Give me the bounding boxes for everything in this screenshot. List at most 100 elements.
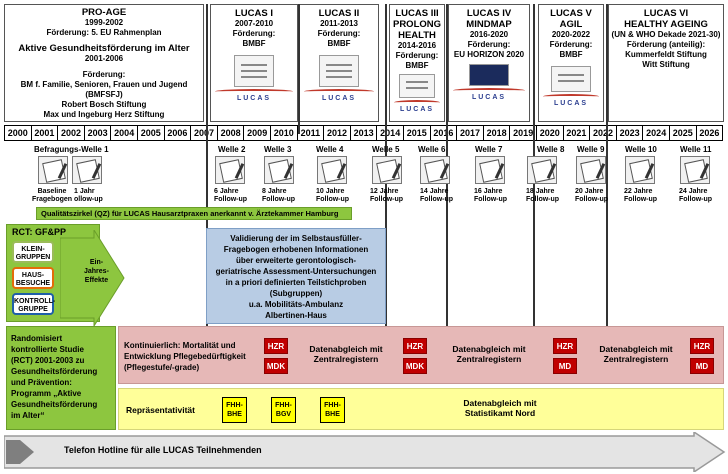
eu-logo: [469, 64, 509, 86]
validation-box: Validierung der im Selbstausfüller- Frag…: [206, 228, 386, 324]
year-cell: 2021: [562, 125, 591, 141]
year-cell: 2000: [4, 125, 32, 141]
phase-funder: BMBF: [327, 39, 351, 48]
phase-pro-age: PRO-AGE 1999-2002 Förderung: 5. EU Rahme…: [4, 4, 204, 122]
questionnaire-icon: [372, 156, 402, 184]
year-cell: 2018: [482, 125, 511, 141]
phase-years: 2007-2010: [234, 19, 274, 28]
phase-funder: BMBF: [559, 50, 583, 59]
year-cell: 2003: [83, 125, 112, 141]
mdk-badge: MDK: [264, 358, 288, 374]
phase-title2: AGIL: [559, 19, 583, 30]
fhh-bhe-badge: FHH-BHE: [320, 397, 345, 423]
year-cell: 2011: [296, 125, 325, 141]
lucas-logo: LUCAS: [449, 88, 529, 103]
representativeness-label: Repräsentativität: [126, 405, 195, 415]
funder-logo: [319, 55, 359, 87]
phase-lucas-5: LUCAS V AGIL 2020-2022 Förderung: BMBF L…: [538, 4, 604, 122]
fhh-bgv-badge: FHH-BGV: [271, 397, 296, 423]
questionnaire-icon: [264, 156, 294, 184]
wave-label: Welle 7: [475, 145, 503, 154]
phase-title: PRO-AGE: [81, 7, 127, 18]
rct-group-kontrollgruppe: KONTROLL-GRUPPE: [12, 293, 55, 315]
wave-label: Welle 6: [418, 145, 446, 154]
rct-study-box: Randomisiert kontrollierte Studie (RCT) …: [6, 326, 116, 430]
wave-label: Welle 2: [218, 145, 246, 154]
year-cell: 2007: [190, 125, 218, 141]
lucas-logo: LUCAS: [539, 94, 603, 109]
lucas-logo: LUCAS: [211, 89, 297, 104]
phase-divider: [298, 4, 300, 134]
phase-funder: BMBF: [405, 61, 429, 70]
year-cell: 2008: [216, 125, 245, 141]
mortality-label: Kontinuierlich: Mortalität und Entwicklu…: [124, 341, 246, 372]
funder-logo: [399, 74, 435, 98]
year-cell: 2020: [536, 125, 564, 141]
year-cell: 2012: [323, 125, 351, 141]
effects-label: Ein-Jahres-Effekte: [84, 259, 109, 284]
wave-label: Welle 11: [680, 145, 712, 154]
phase-funder: Kummerfeldt Stiftung: [625, 50, 707, 59]
phase-lucas-6: LUCAS VI HEALTHY AGEING (UN & WHO Dekade…: [608, 4, 724, 122]
year-cell: 2022: [589, 125, 617, 141]
lucas-logo: LUCAS: [300, 89, 378, 104]
year-cell: 2005: [137, 125, 165, 141]
phase-title: LUCAS VI: [643, 8, 689, 19]
wave-label: Befragungs-Welle 1: [34, 145, 109, 154]
phase-title: LUCAS II: [318, 8, 360, 19]
hzr-badge: HZR: [264, 338, 288, 354]
questionnaire-icon: [527, 156, 557, 184]
phase-title: LUCAS V: [550, 8, 592, 19]
phase-lucas-1: LUCAS I 2007-2010 Förderung: BMBF LUCAS: [210, 4, 298, 122]
funder-logo: [551, 66, 591, 92]
mdk-badge: MDK: [403, 358, 427, 374]
phase-years: 2016-2020: [469, 30, 509, 39]
year-cell: 2016: [429, 125, 458, 141]
funder-logo: [234, 55, 274, 87]
hotline-arrow: [4, 432, 726, 472]
phase-subfunding-label: Förderung:: [82, 70, 126, 79]
phase-years: 1999-2002: [84, 18, 124, 27]
lucas-logo: LUCAS: [390, 100, 444, 115]
wave-label: Welle 8: [537, 145, 565, 154]
year-cell: 2026: [695, 125, 724, 141]
phase-funding: Förderung:: [549, 40, 593, 49]
qz-bar: Qualitätszirkel (QZ) für LUCAS Hausarztp…: [36, 207, 352, 220]
md-badge: MD: [690, 358, 714, 374]
hzr-badge: HZR: [553, 338, 577, 354]
rct-group-hausbesuche: HAUS-BESUCHE: [12, 267, 54, 289]
phase-years: 2011-2013: [320, 19, 358, 28]
year-cell: 2017: [456, 125, 484, 141]
phase-title2: MINDMAP: [466, 19, 512, 30]
phase-funding: Förderung (anteilig):: [626, 40, 706, 49]
questionnaire-icon: [576, 156, 606, 184]
phase-funder: BMBF: [242, 39, 266, 48]
hzr-badge: HZR: [690, 338, 714, 354]
phase-funder2: Witt Stiftung: [642, 60, 690, 69]
phase-title: LUCAS IV: [466, 8, 512, 19]
phase-divider: [206, 4, 208, 334]
questionnaire-icon: [625, 156, 655, 184]
phase-subtitle: Aktive Gesundheitsförderung im Alter: [18, 43, 190, 54]
year-cell: 2023: [615, 125, 644, 141]
funder-line: Robert Bosch Stiftung: [61, 100, 147, 109]
phase-funding: Förderung:: [395, 51, 439, 60]
effects-arrow: [60, 230, 125, 326]
phase-subyears: 2001-2006: [84, 54, 124, 63]
wave-label: Welle 5: [372, 145, 400, 154]
wave-label: Welle 3: [264, 145, 292, 154]
phase-lucas-3: LUCAS III PROLONG HEALTH 2014-2016 Förde…: [389, 4, 445, 122]
questionnaire-icon: [38, 156, 68, 184]
phase-title: LUCAS III: [395, 8, 439, 19]
